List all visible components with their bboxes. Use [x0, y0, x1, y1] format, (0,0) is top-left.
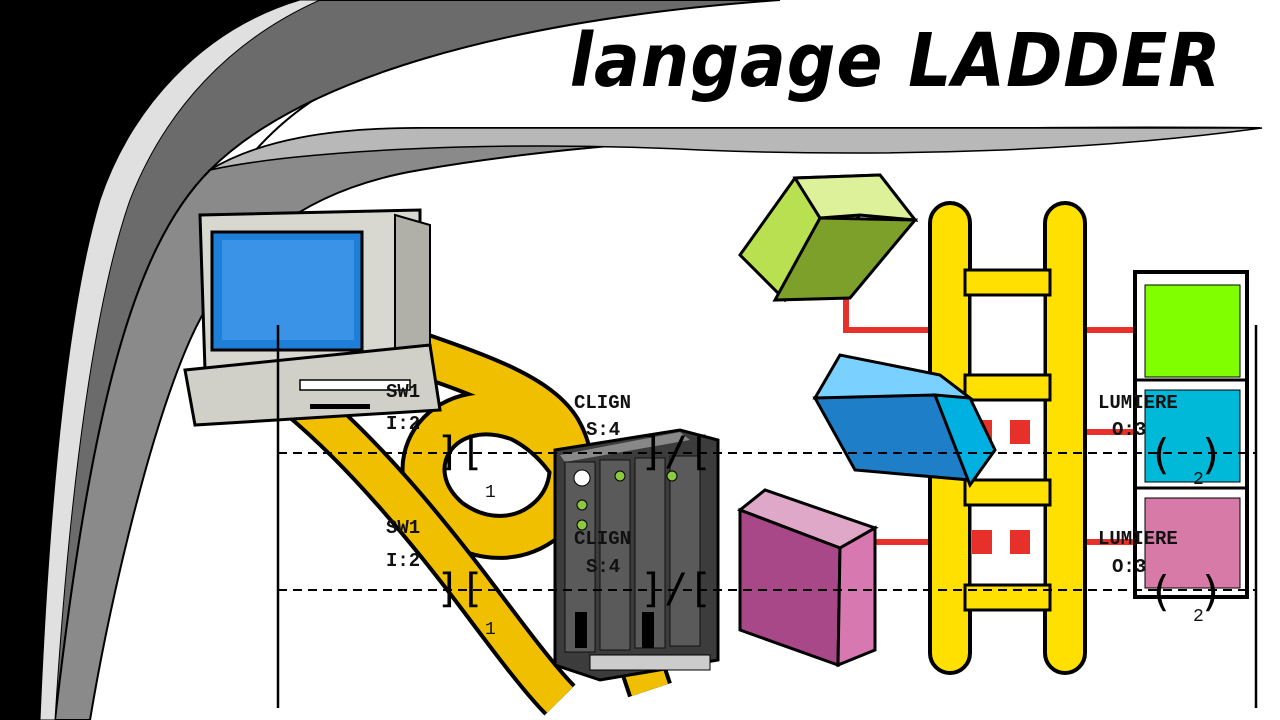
contact-label: CLIGN — [574, 392, 632, 414]
contact-address: S:4 — [586, 556, 621, 578]
contact-symbol: ]/[ — [640, 429, 713, 475]
coil-bit: 2 — [1193, 470, 1204, 490]
contact-bit: 1 — [485, 620, 496, 640]
computer-icon — [183, 208, 442, 427]
cube-blue-icon — [812, 353, 997, 489]
coil-bit: 2 — [1193, 607, 1204, 627]
contact-label: CLIGN — [574, 528, 632, 550]
contact-address: I:2 — [386, 550, 421, 572]
coil-address: O:3 — [1112, 419, 1147, 441]
contact-symbol: ]/[ — [640, 566, 713, 612]
contact-symbol: ][ — [436, 429, 485, 475]
coil-label: LUMIERE — [1098, 392, 1178, 414]
cube-pink-icon — [737, 488, 879, 668]
coil-label: LUMIERE — [1098, 528, 1178, 550]
ladder-diagram — [276, 325, 1258, 708]
contact-symbol: ][ — [436, 566, 485, 612]
contact-address: S:4 — [586, 419, 621, 441]
contact-label: SW1 — [386, 517, 421, 539]
contact-label: SW1 — [386, 381, 421, 403]
coil-address: O:3 — [1112, 556, 1147, 578]
coil-symbol: ( ) — [1148, 430, 1224, 479]
output-blocks — [1133, 270, 1249, 599]
page-title: langage LADDER — [570, 18, 1222, 104]
contact-address: I:2 — [386, 413, 421, 435]
contact-bit: 1 — [485, 483, 496, 503]
coil-symbol: ( ) — [1148, 567, 1224, 616]
cube-green-icon — [738, 173, 919, 303]
plc-rack-icon — [553, 428, 720, 682]
